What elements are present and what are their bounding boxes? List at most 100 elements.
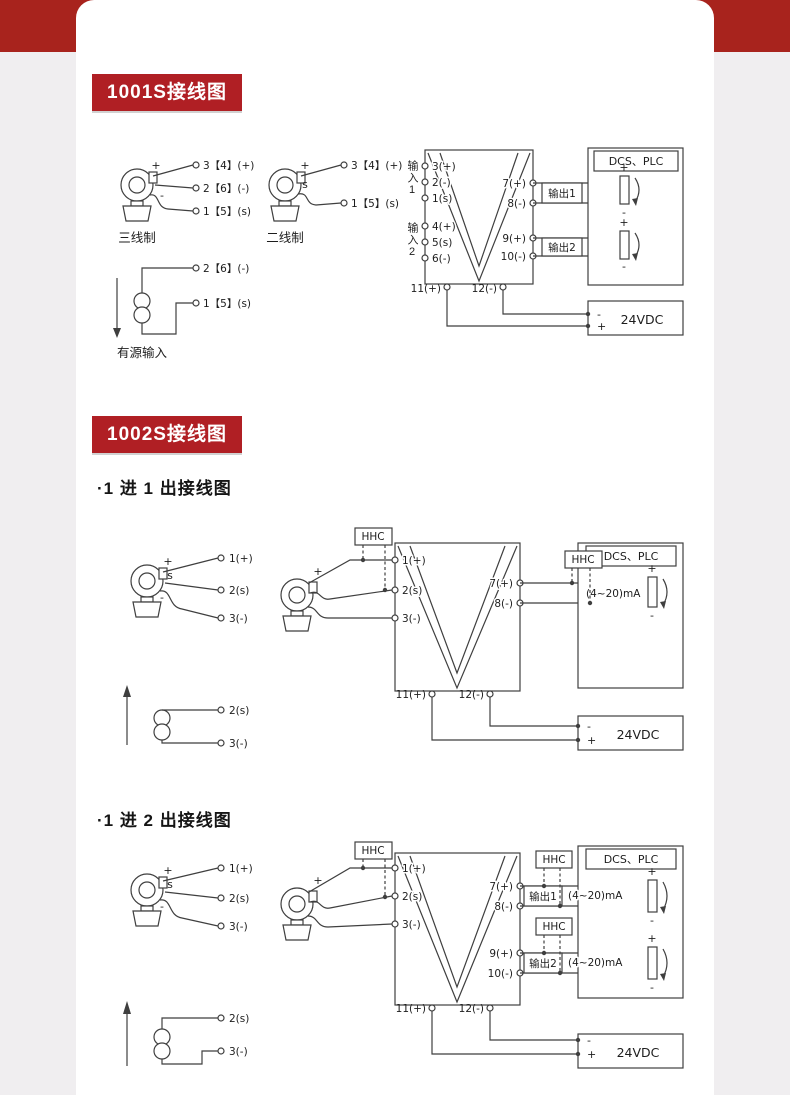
caption-two-wire: 二线制 — [266, 230, 304, 245]
field-transmitter: + s - 1(+) 2(s) 3(-) — [130, 863, 253, 933]
terminal-label-12: 12(-) — [459, 689, 484, 701]
hhc-box — [564, 550, 603, 569]
hhc-label: HHC — [542, 921, 565, 933]
terminal-dot — [192, 184, 200, 192]
output1-label: 输出1 — [548, 187, 576, 200]
hhc-box — [535, 917, 573, 936]
terminal-label-2s: 2(s) — [229, 705, 249, 717]
load-symbol-2: + - — [647, 932, 668, 994]
caption-three-wire: 三线制 — [118, 230, 156, 245]
polarity-plus: + — [313, 874, 322, 887]
terminal-label-5s: 5(s) — [432, 237, 452, 249]
terminal-label-3-4-plus: 3【4】(+) — [351, 160, 402, 172]
dcs-plc-label: DCS、PLC — [604, 853, 659, 866]
load-symbol-1: + - — [619, 161, 640, 219]
power-supply-box: - + 24VDC — [575, 715, 684, 751]
terminal-dot — [192, 161, 200, 169]
terminal-label-9: 9(+) — [489, 948, 513, 960]
wiring-diagram-1002s-1in2out: + s - 1(+) 2(s) 3(-) + HHC 1(+) 2(s) — [123, 841, 684, 1069]
terminal-label-11: 11(+) — [411, 283, 441, 295]
terminal-label-3m: 3(-) — [229, 921, 248, 933]
hhc-box — [354, 527, 393, 546]
terminal-label-10: 10(-) — [488, 968, 513, 980]
terminal-label-2-6-minus: 2【6】(-) — [203, 263, 249, 275]
terminal-label-6m: 6(-) — [432, 253, 451, 265]
power-label: 24VDC — [617, 1045, 660, 1060]
polarity-minus: - — [160, 900, 164, 913]
terminal-label-9: 9(+) — [502, 233, 526, 245]
terminal-label-12: 12(-) — [459, 1003, 484, 1015]
transmitter-with-hhc: + HHC — [280, 527, 393, 632]
terminal-label-1-5-s: 1【5】(s) — [203, 298, 251, 310]
polarity-plus: + — [647, 562, 656, 575]
terminal-label-2s: 2(s) — [229, 1013, 249, 1025]
polarity-minus: - — [622, 206, 626, 219]
dcs-plc-box: DCS、PLC + - + - — [587, 147, 684, 286]
signal-range-label-1: (4~20)mA — [568, 890, 623, 902]
terminal-label-1s: 1(s) — [432, 193, 452, 205]
terminal-label-2m: 2(-) — [432, 177, 451, 189]
load-symbol-1: + - — [647, 865, 668, 927]
polarity-minus: - — [160, 189, 164, 202]
polarity-plus: + — [597, 320, 606, 333]
terminal-label-2s: 2(s) — [229, 893, 249, 905]
hhc-label: HHC — [542, 854, 565, 866]
section-badge-1002s: 1002S接线图 — [92, 416, 242, 453]
input-group-label-2: 输入2 — [406, 222, 418, 259]
output1-label: 输出1 — [529, 890, 557, 903]
terminal-label-12: 12(-) — [472, 283, 497, 295]
terminal-label-10: 10(-) — [501, 251, 526, 263]
active-input-source: 2(s) 3(-) — [123, 1001, 249, 1066]
signal-range-label: (4~20)mA — [586, 588, 641, 600]
arrow-head — [632, 198, 638, 206]
terminal-label-1-5-s: 1【5】(s) — [351, 198, 399, 210]
polarity-plus: + — [300, 159, 309, 172]
hhc-box — [354, 841, 393, 860]
hhc-label: HHC — [571, 554, 594, 566]
polarity-minus: - — [587, 1034, 591, 1047]
polarity-minus: - — [587, 720, 591, 733]
polarity-minus: - — [650, 914, 654, 927]
output2-label: 输出2 — [548, 241, 576, 254]
power-supply-box: - + 24VDC — [585, 300, 684, 336]
field-transmitter: + s - 1(+) 2(s) 3(-) — [130, 553, 253, 625]
terminal-label-8: 8(-) — [507, 198, 526, 210]
terminal-label-2s: 2(s) — [229, 585, 249, 597]
terminal-label-7: 7(+) — [489, 881, 513, 893]
polarity-plus: + — [151, 159, 160, 172]
input-group-label-1: 输入1 — [406, 160, 418, 197]
terminal-label-3p: 3(+) — [432, 161, 456, 173]
three-wire-transmitter: + - 3【4】(+) 2【6】(-) 1【5】(s) 三线制 — [118, 159, 254, 245]
terminal-label-1p: 1(+) — [402, 863, 426, 875]
terminal-dot — [340, 161, 348, 169]
isolator-module: 1(+) 2(s) 3(-) 7(+) 8(-) 11(+) 12(-) — [391, 542, 524, 701]
polarity-plus: + — [163, 555, 172, 568]
signal-range-label-2: (4~20)mA — [568, 957, 623, 969]
terminal-label-1p: 1(+) — [229, 553, 253, 565]
polarity-s: s — [167, 569, 173, 582]
terminal-dot — [192, 207, 200, 215]
hhc-label: HHC — [361, 531, 384, 543]
output2-box — [541, 237, 583, 257]
hhc-box — [535, 850, 573, 869]
hhc-communicator: HHC — [564, 550, 603, 606]
hhc-label: HHC — [361, 845, 384, 857]
power-label: 24VDC — [617, 727, 660, 742]
polarity-plus: + — [647, 865, 656, 878]
subtitle-1in1out: ·1 进 1 出接线图 — [97, 479, 232, 498]
dcs-plc-label: DCS、PLC — [604, 550, 659, 563]
polarity-minus: - — [597, 308, 601, 321]
polarity-s: s — [167, 878, 173, 891]
load-symbol: + - — [647, 562, 668, 622]
polarity-minus: - — [650, 981, 654, 994]
arrow-head — [660, 973, 666, 981]
power-label: 24VDC — [621, 312, 664, 327]
polarity-plus: + — [163, 864, 172, 877]
isolator-module: 1(+) 2(s) 3(-) 7(+) 8(-) 9(+) 10(-) 11(+… — [391, 852, 524, 1015]
terminal-label-2-6-minus: 2【6】(-) — [203, 183, 249, 195]
polarity-plus: + — [313, 565, 322, 578]
terminal-label-8: 8(-) — [494, 901, 513, 913]
terminal-label-8: 8(-) — [494, 598, 513, 610]
terminal-label-2s: 2(s) — [402, 585, 422, 597]
terminal-dot — [192, 299, 200, 307]
